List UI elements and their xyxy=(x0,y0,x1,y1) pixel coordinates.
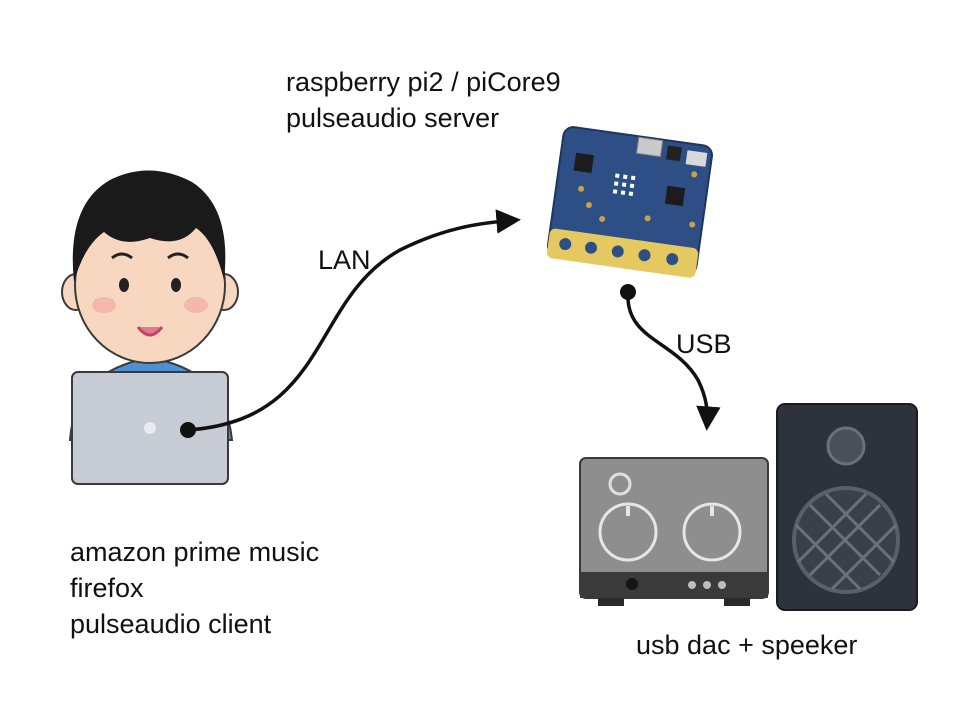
server-label-line-1: raspberry pi2 / piCore9 xyxy=(286,67,561,97)
lan-label: LAN xyxy=(318,245,371,275)
server-label-line-2: pulseaudio server xyxy=(286,103,500,133)
server-label: raspberry pi2 / piCore9 pulseaudio serve… xyxy=(286,64,561,136)
client-label-line-2: firefox xyxy=(70,573,144,603)
usb-connection xyxy=(620,284,721,431)
amplifier-icon xyxy=(579,457,769,606)
circuit-board-icon xyxy=(546,126,713,278)
speaker-icon xyxy=(776,403,918,611)
client-label: amazon prime music firefox pulseaudio cl… xyxy=(70,534,319,642)
client-label-line-1: amazon prime music xyxy=(70,537,320,567)
person-with-laptop-icon xyxy=(61,170,239,485)
usb-label: USB xyxy=(676,329,732,359)
output-label: usb dac + speeker xyxy=(636,630,858,660)
lan-connection xyxy=(180,209,521,438)
client-label-line-3: pulseaudio client xyxy=(70,609,272,639)
